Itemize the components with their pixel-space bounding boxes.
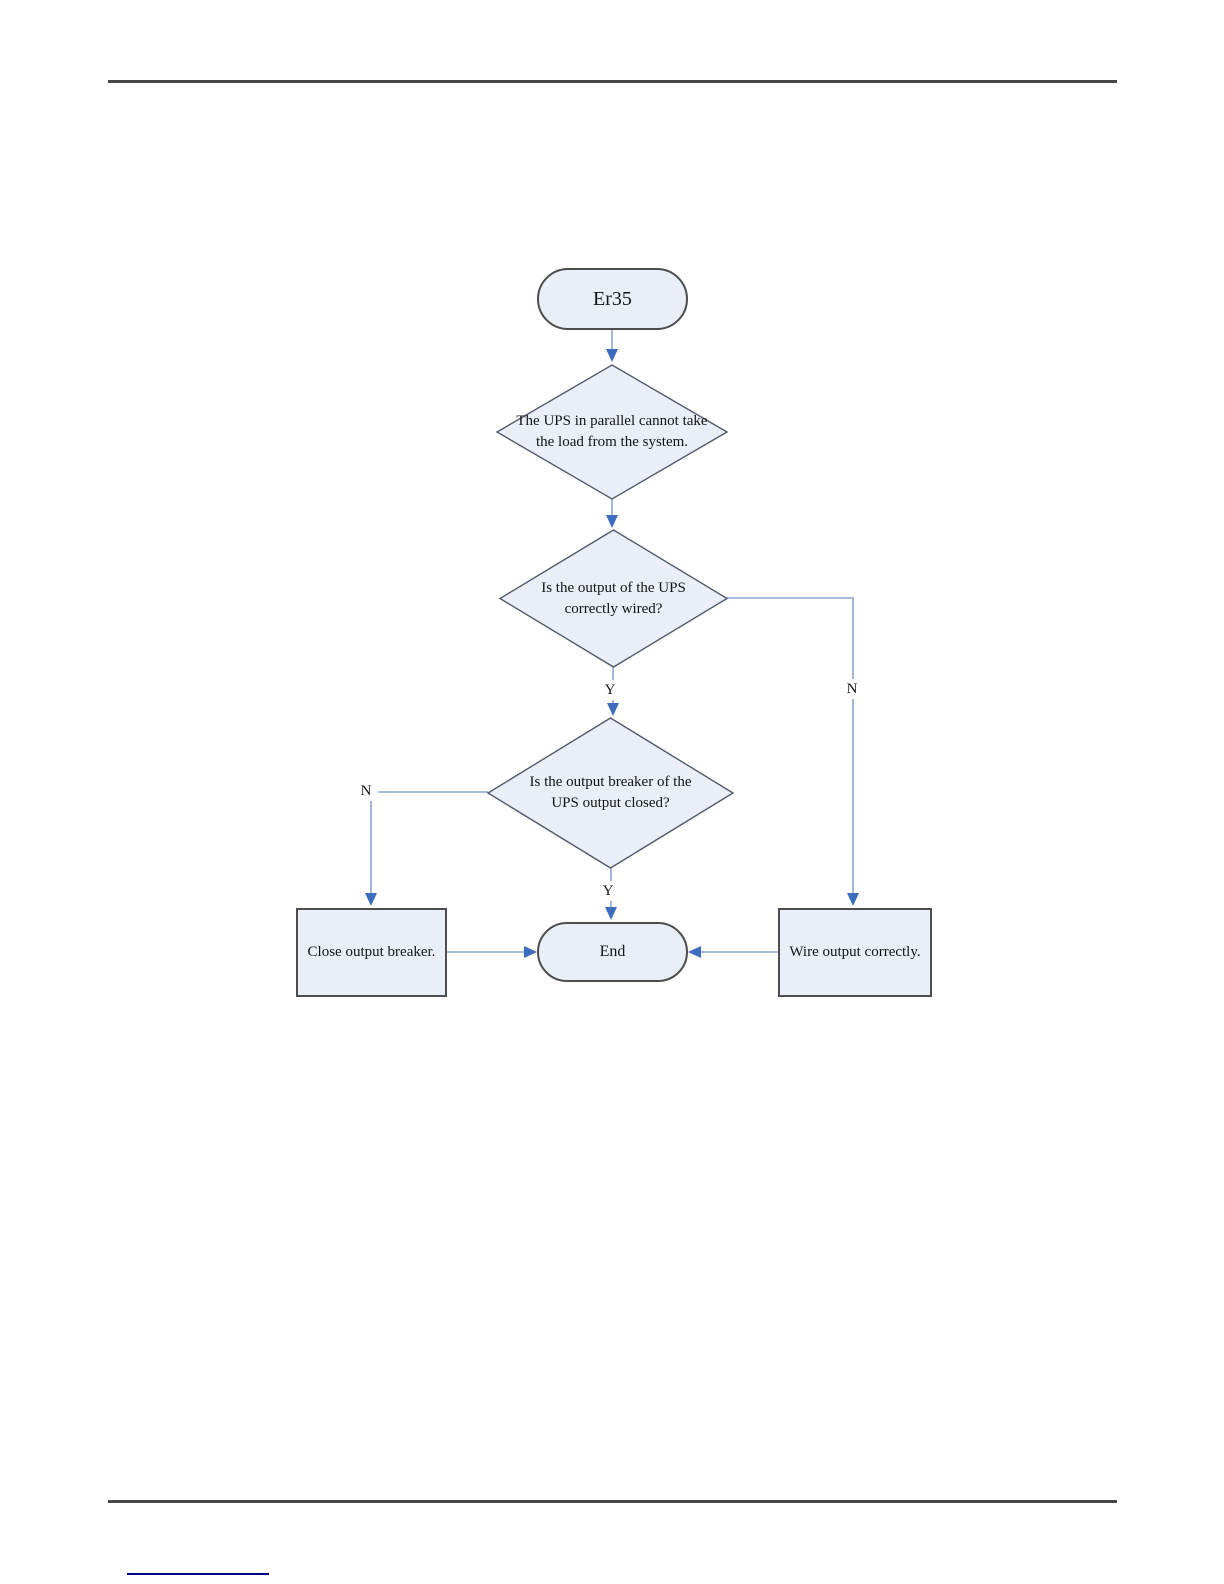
footer-rule [108, 1500, 1117, 1503]
arrowhead-decision2-yes [607, 703, 619, 716]
decision2-no-label: N [840, 679, 864, 699]
start-label: Er35 [593, 287, 632, 310]
process-wire-output-correctly: Wire output correctly. [778, 908, 932, 997]
arrowhead-decision3-no [365, 893, 377, 906]
decision1-shape [495, 364, 729, 500]
decision2-shape [498, 529, 729, 668]
end-label: End [599, 943, 626, 960]
decision3-no-label: N [354, 781, 378, 801]
start-terminator: Er35 [537, 268, 688, 330]
connector-decision3-no [370, 791, 488, 895]
decision3-shape [486, 717, 735, 869]
arrowhead-wire-to-end [688, 946, 701, 958]
process-close-output-breaker: Close output breaker. [296, 908, 447, 997]
process-wire-output-correctly-label: Wire output correctly. [789, 944, 921, 960]
arrowhead-decision3-yes [605, 907, 617, 920]
arrowhead-decision2-no [847, 893, 859, 906]
end-terminator: End [537, 922, 688, 982]
process-close-output-breaker-label: Close output breaker. [307, 944, 436, 960]
connector-decision2-no [727, 597, 854, 895]
arrowhead-close-to-end [524, 946, 537, 958]
footnote-rule [127, 1573, 269, 1575]
arrowhead-start-to-decision1 [606, 349, 618, 362]
decision2-yes-label: Y [598, 680, 622, 700]
decision3-yes-label: Y [596, 881, 620, 901]
arrowhead-decision1-to-decision2 [606, 515, 618, 528]
header-rule [108, 80, 1117, 83]
